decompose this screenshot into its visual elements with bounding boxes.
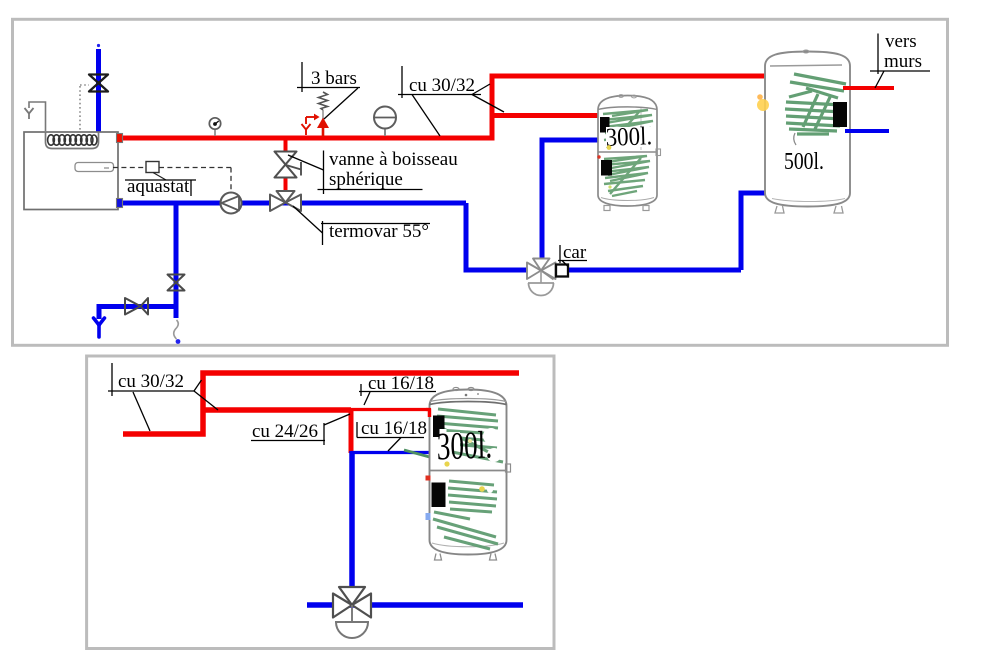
svg-text:300l.: 300l. (436, 424, 492, 469)
svg-text:cu 30/32: cu 30/32 (409, 75, 475, 96)
svg-text:car: car (563, 242, 587, 263)
svg-text:aquastat: aquastat (127, 176, 190, 197)
svg-text:500l.: 500l. (784, 147, 824, 174)
svg-text:cu 30/32: cu 30/32 (118, 371, 184, 392)
svg-text:cu 16/18: cu 16/18 (361, 418, 427, 439)
svg-text:vanne à boisseau: vanne à boisseau (329, 149, 458, 170)
svg-text:3 bars: 3 bars (311, 68, 357, 89)
svg-text:sphérique: sphérique (329, 169, 403, 190)
svg-text:vers: vers (885, 31, 917, 52)
svg-text:cu 24/26: cu 24/26 (252, 421, 318, 442)
svg-text:murs: murs (884, 51, 922, 72)
svg-text:300l.: 300l. (605, 122, 652, 152)
svg-text:cu 16/18: cu 16/18 (368, 373, 434, 394)
svg-text:termovar 55°: termovar 55° (329, 221, 429, 242)
